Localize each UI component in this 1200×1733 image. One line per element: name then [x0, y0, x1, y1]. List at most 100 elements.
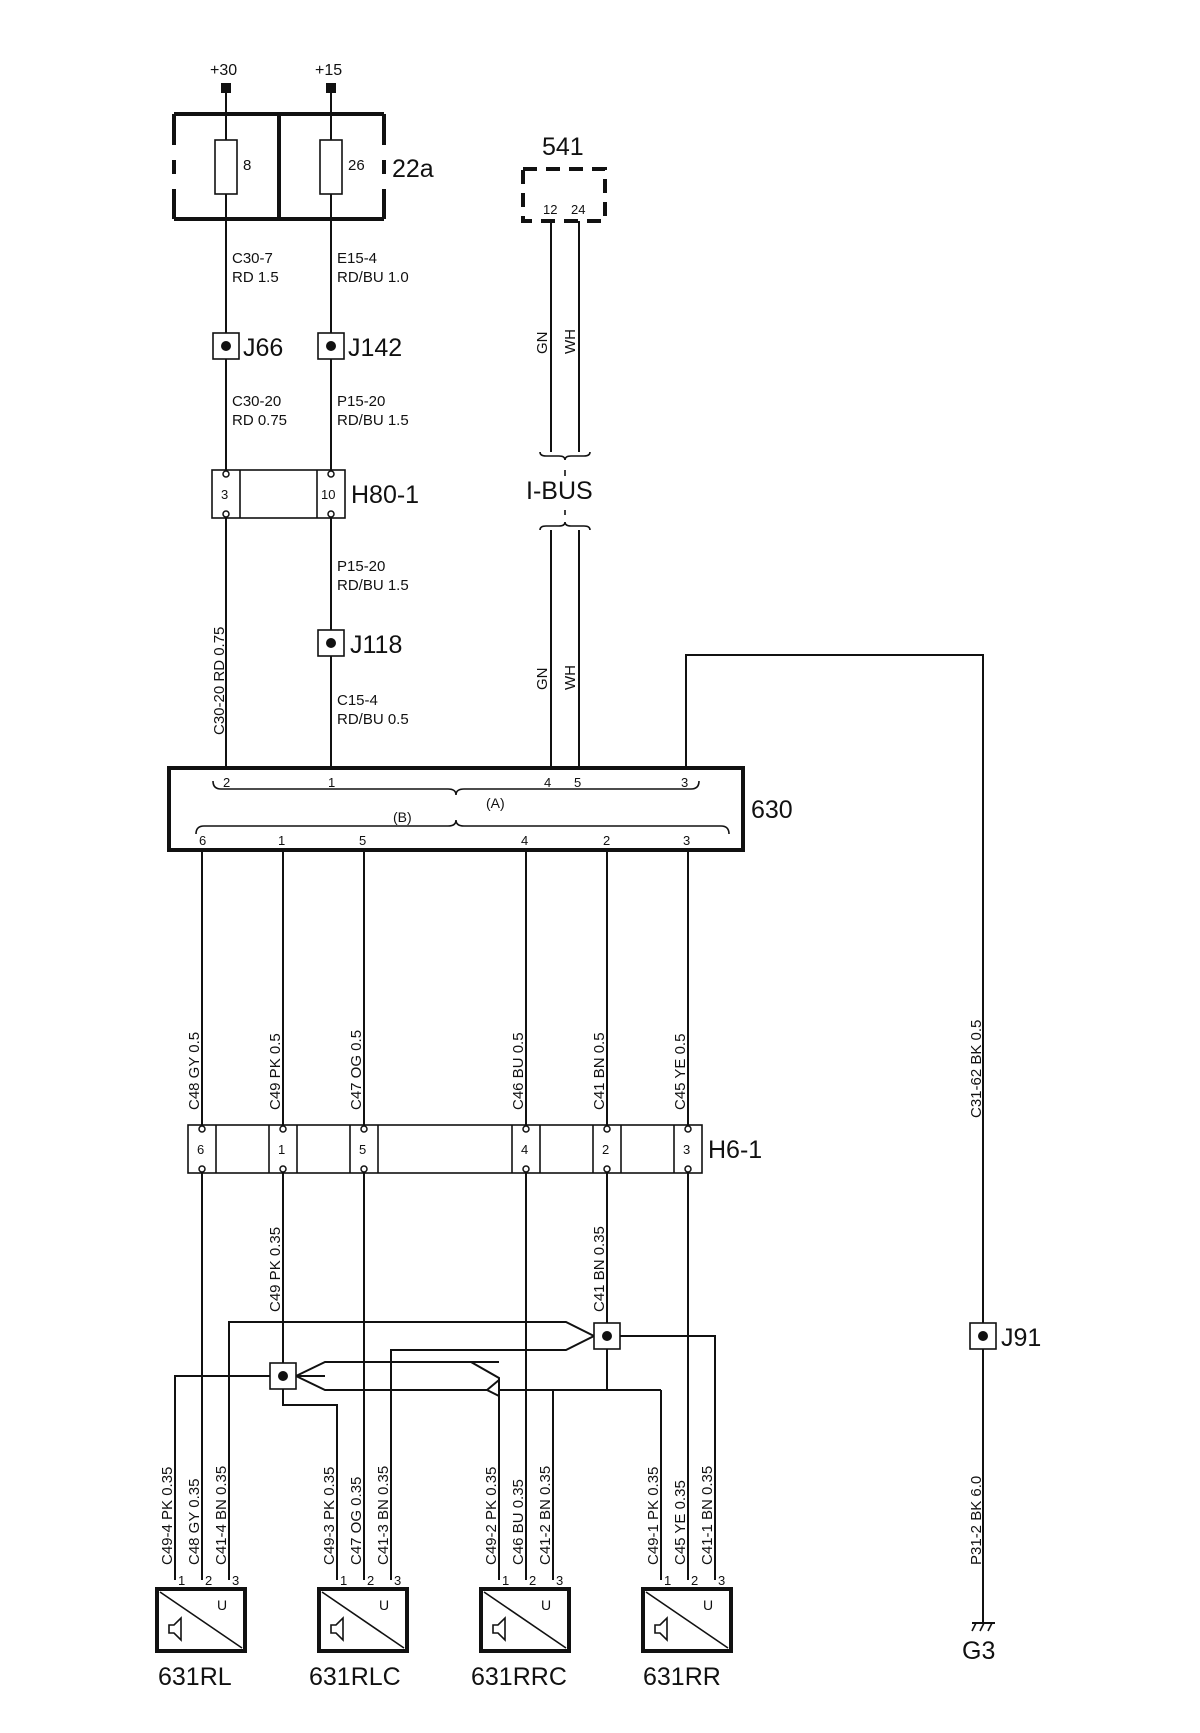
speaker-631rlc: C49-3 PK 0.35 C47 OG 0.35 C41-3 BN 0.35 … — [309, 1466, 409, 1691]
speaker-631rrc-pin-1: 1 — [502, 1573, 509, 1588]
speaker-icon — [330, 1616, 344, 1642]
wire-c49: C49 PK 0.5 — [267, 1033, 284, 1110]
speaker-631rr-pin-2: 2 — [691, 1573, 698, 1588]
h6-pin-1: 1 — [278, 1142, 285, 1157]
wire-p15-20b-spec: RD/BU 1.5 — [337, 577, 409, 594]
h80-pin-3: 3 — [221, 487, 228, 502]
speaker-631rrc-wire-1: C49-2 PK 0.35 — [483, 1467, 500, 1565]
junction-j66-label: J66 — [243, 334, 283, 362]
wire-c30-20-vertical: C30-20 RD 0.75 — [211, 627, 228, 735]
speaker-631rrc: C49-2 PK 0.35 C46 BU 0.35 C41-2 BN 0.35 … — [471, 1466, 571, 1691]
speaker-631rr-u: U — [703, 1597, 713, 1613]
speaker-631rr-pin-1: 1 — [664, 1573, 671, 1588]
junction-j118: J118 — [317, 629, 402, 659]
speaker-631rlc-label: 631RLC — [309, 1663, 401, 1691]
fuse-26-number: 26 — [348, 157, 365, 174]
i-bus-lines: I-BUS GN WH GN WH — [526, 221, 593, 768]
speaker-631rl-label: 631RL — [158, 1663, 232, 1691]
module-630-pin-b4: 4 — [521, 833, 528, 848]
module-541: 541 12 24 — [521, 133, 607, 223]
junction-j142-label: J142 — [348, 334, 402, 362]
junction-j66: J66 — [212, 332, 283, 362]
speaker-631rrc-u: U — [541, 1597, 551, 1613]
speaker-631rl: C49-4 PK 0.35 C48 GY 0.35 C41-4 BN 0.35 … — [155, 1466, 247, 1691]
speaker-631rlc-pin-1: 1 — [340, 1573, 347, 1588]
module-630-pin-b1: 1 — [278, 833, 285, 848]
fuse-box-label: 22a — [392, 155, 434, 183]
fuse-8 — [214, 139, 238, 195]
splice-pk — [269, 1362, 297, 1390]
module-630-pin-b3: 3 — [683, 833, 690, 848]
module-630-pin-a4: 4 — [544, 775, 551, 790]
wire-e15-4-spec: RD/BU 1.0 — [337, 269, 409, 286]
speaker-631rl-wire-2: C48 GY 0.35 — [186, 1479, 203, 1565]
h6-pin-4: 4 — [521, 1142, 528, 1157]
junction-j142: J142 — [317, 332, 402, 362]
splice-wiring — [174, 1173, 716, 1580]
module-630-pin-a2: 2 — [223, 775, 230, 790]
speaker-icon — [654, 1616, 668, 1642]
h6-pin-3: 3 — [683, 1142, 690, 1157]
module-630-pin-a5: 5 — [574, 775, 581, 790]
wire-p15-20-id: P15-20 — [337, 393, 385, 410]
wire-c15-4-id: C15-4 — [337, 692, 378, 709]
speaker-631rlc-wire-1: C49-3 PK 0.35 — [321, 1467, 338, 1565]
speaker-631rlc-u: U — [379, 1597, 389, 1613]
speaker-icon — [492, 1616, 506, 1642]
speaker-feed-wires — [201, 850, 689, 1125]
wire-c45: C45 YE 0.5 — [672, 1034, 689, 1110]
speaker-631rl-pin-1: 1 — [178, 1573, 185, 1588]
speaker-631rl-pin-2: 2 — [205, 1573, 212, 1588]
speaker-631rlc-pin-3: 3 — [394, 1573, 401, 1588]
speaker-631rr-wire-3: C41-1 BN 0.35 — [699, 1466, 716, 1565]
speaker-631rlc-wire-3: C41-3 BN 0.35 — [375, 1466, 392, 1565]
junction-j91-label: J91 — [1001, 1324, 1041, 1352]
h6-pin-5: 5 — [359, 1142, 366, 1157]
h80-label: H80-1 — [351, 481, 419, 509]
speaker-631rl-u: U — [217, 1597, 227, 1613]
fuse-26 — [319, 139, 343, 195]
wire-c30-20-spec: RD 0.75 — [232, 412, 287, 429]
wire-gn-bottom: GN — [534, 668, 551, 691]
module-630-pin-b6: 6 — [199, 833, 206, 848]
speaker-631rr-pin-3: 3 — [718, 1573, 725, 1588]
bus-label: I-BUS — [526, 477, 593, 505]
wire-c41: C41 BN 0.5 — [591, 1032, 608, 1110]
speaker-631rr: C49-1 PK 0.35 C45 YE 0.35 C41-1 BN 0.35 … — [641, 1466, 733, 1691]
wire-wh-bottom: WH — [562, 665, 579, 690]
splice-bn — [593, 1322, 621, 1350]
module-630-pin-b5: 5 — [359, 833, 366, 848]
module-541-pin-12: 12 — [543, 202, 557, 217]
fuse-box-22a: 8 26 22a — [172, 112, 434, 221]
wire-gn-top: GN — [534, 332, 551, 355]
supply-terminals: +30 +15 — [210, 62, 342, 93]
module-630-pin-a3: 3 — [681, 775, 688, 790]
connector-h80-1: 3 10 H80-1 — [211, 469, 419, 519]
speaker-631rl-wire-3: C41-4 BN 0.35 — [213, 1466, 230, 1565]
connector-h6-1: 6 1 5 4 2 3 H6-1 — [187, 1124, 762, 1174]
h6-pin-6: 6 — [197, 1142, 204, 1157]
speaker-631rrc-pin-3: 3 — [556, 1573, 563, 1588]
h80-pin-10: 10 — [321, 487, 335, 502]
wire-wh-top: WH — [562, 329, 579, 354]
module-630-pin-b2: 2 — [603, 833, 610, 848]
junction-j118-label: J118 — [350, 631, 402, 659]
wire-p31-2: P31-2 BK 6.0 — [968, 1476, 985, 1565]
module-630-pin-a1: 1 — [328, 775, 335, 790]
fuse-8-number: 8 — [243, 157, 251, 174]
speaker-631rl-pin-3: 3 — [232, 1573, 239, 1588]
module-630-group-a: (A) — [486, 795, 505, 811]
wire-c15-4-spec: RD/BU 0.5 — [337, 711, 409, 728]
wire-c46: C46 BU 0.5 — [510, 1032, 527, 1110]
wire-c30-7-id: C30-7 — [232, 250, 273, 267]
wire-p15-20b-id: P15-20 — [337, 558, 385, 575]
speaker-631rr-wire-1: C49-1 PK 0.35 — [645, 1467, 662, 1565]
module-630-group-b: (B) — [393, 809, 412, 825]
module-630-label: 630 — [751, 796, 793, 824]
h6-pin-2: 2 — [602, 1142, 609, 1157]
wire-c31-62: C31-62 BK 0.5 — [968, 1020, 985, 1118]
wire-p15-20-spec: RD/BU 1.5 — [337, 412, 409, 429]
wire-e15-4-id: E15-4 — [337, 250, 377, 267]
speaker-631rlc-wire-2: C47 OG 0.35 — [348, 1477, 365, 1565]
